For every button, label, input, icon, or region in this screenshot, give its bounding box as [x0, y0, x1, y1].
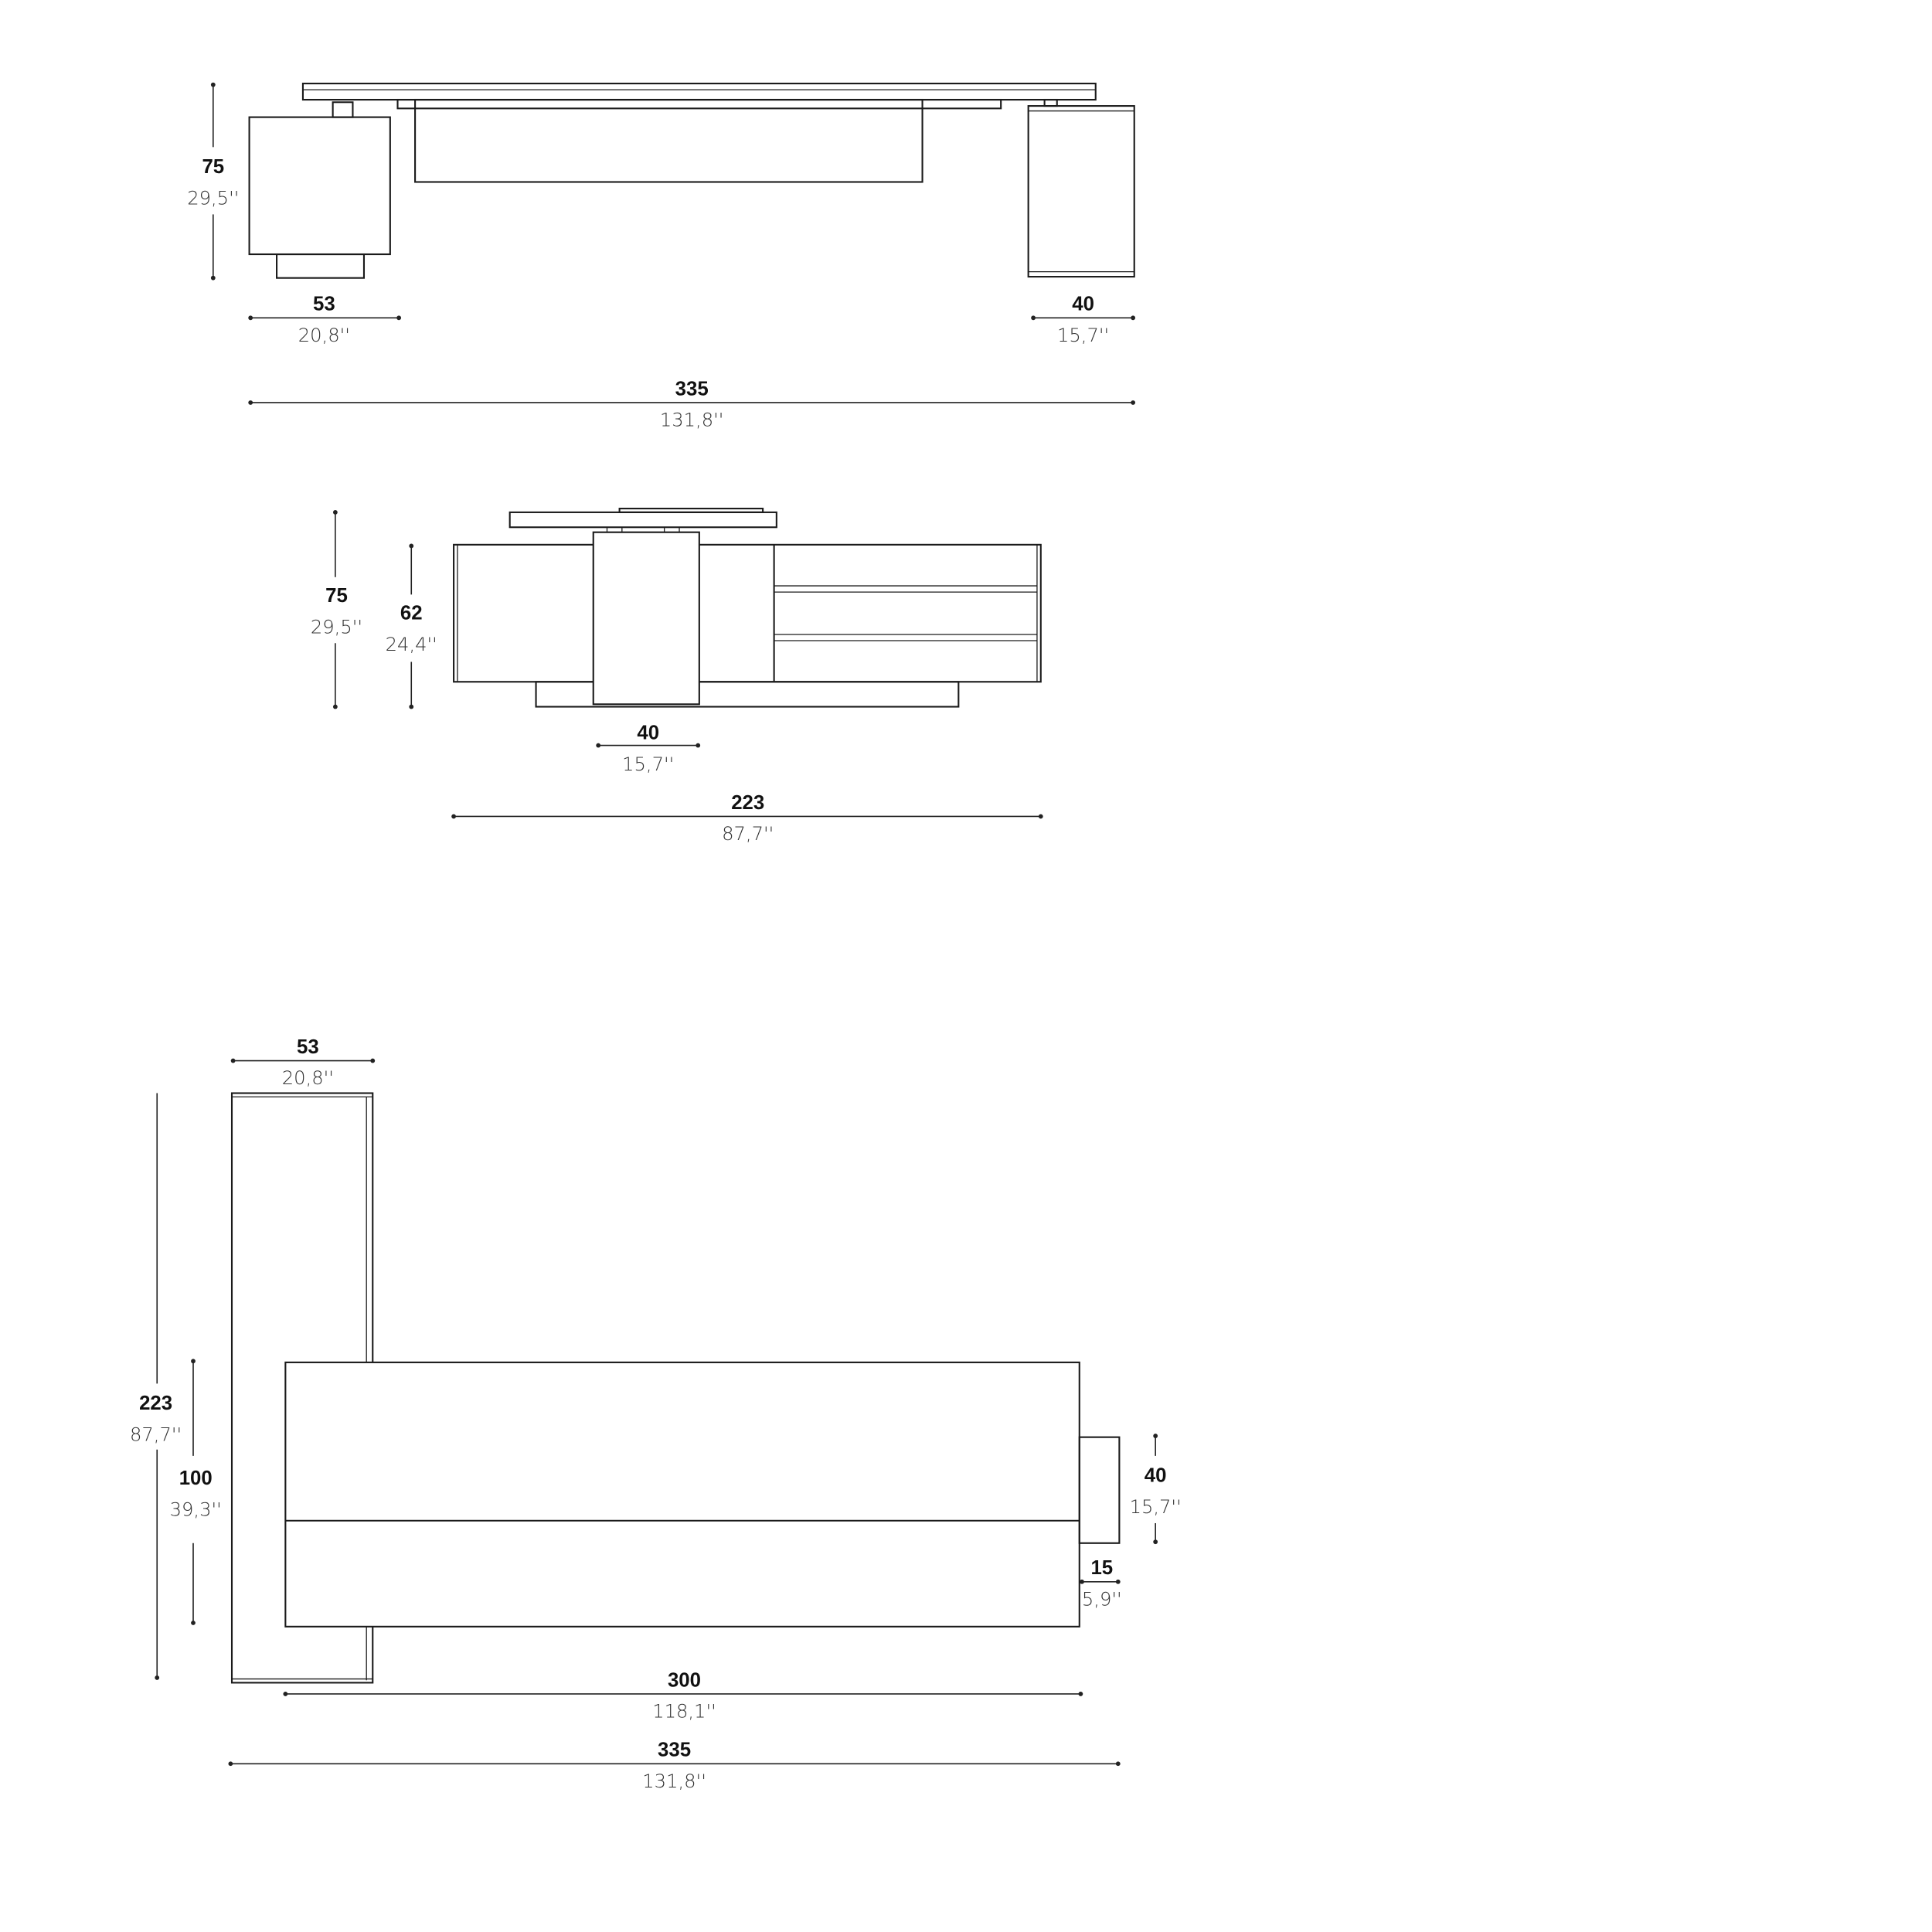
dim-inch-label: 87,7'' — [722, 823, 774, 845]
dim-cm-label: 335 — [675, 378, 709, 400]
left-pedestal — [248, 116, 391, 256]
dim-inch-label: 29,5'' — [311, 616, 362, 638]
right-pedestal — [1027, 105, 1135, 278]
dim-depth-100: 100 39,3'' — [170, 1359, 222, 1625]
cabinet — [453, 543, 1042, 683]
dim-cm-label: 15 — [1090, 1557, 1113, 1579]
dim-width-53: 53 20,8'' — [230, 1036, 376, 1089]
desk-top — [301, 83, 1097, 101]
dim-cm-label: 335 — [658, 1740, 691, 1761]
dim-total-223: 223 87,7'' — [451, 792, 1043, 845]
dim-total-335: 335 131,8'' — [228, 1740, 1121, 1792]
dim-total-335: 335 131,8'' — [248, 378, 1136, 431]
under-rail — [396, 98, 1002, 110]
plan-view: 53 20,8'' 223 87,7'' 100 39,3'' 40 15,7'… — [130, 1036, 1182, 1792]
dim-cm-label: 62 — [400, 603, 423, 624]
top-strip — [618, 508, 764, 513]
dim-inch-label: 20,8'' — [298, 325, 350, 346]
front-elevation: 75 29,5'' 53 20,8'' 40 15,7'' 335 131,8'… — [187, 82, 1136, 431]
dim-cm-label: 300 — [668, 1669, 701, 1691]
dim-inch-label: 15,7'' — [622, 753, 674, 775]
apron-panel — [414, 98, 923, 183]
left-pedestal-base — [276, 253, 366, 279]
cabinet-base — [535, 681, 960, 708]
dim-cm-label: 223 — [731, 792, 764, 814]
dim-inch-label: 15,7'' — [1130, 1496, 1182, 1518]
dim-inch-label: 131,8'' — [642, 1770, 706, 1792]
dim-cm-label: 223 — [139, 1393, 172, 1414]
dim-inch-label: 15,7'' — [1057, 325, 1109, 346]
dim-width-53: 53 20,8'' — [248, 294, 402, 346]
dim-width-300: 300 118,1'' — [283, 1669, 1083, 1723]
dim-cm-label: 75 — [325, 585, 348, 607]
dim-cm-label: 40 — [1072, 294, 1094, 315]
dim-cm-label: 40 — [1145, 1465, 1167, 1487]
main-desk-top — [284, 1361, 1080, 1628]
side-elevation: 75 29,5'' 62 24,4'' 40 15,7'' 223 87,7'' — [311, 508, 1043, 845]
desk-top — [509, 511, 777, 529]
dim-depth-40: 40 15,7'' — [1130, 1434, 1182, 1545]
dim-height-62: 62 24,4'' — [386, 543, 437, 709]
left-connector — [332, 101, 354, 118]
dim-height-75: 75 29,5'' — [187, 82, 239, 281]
right-connector — [1043, 98, 1058, 107]
dim-inch-label: 20,8'' — [282, 1067, 334, 1089]
dim-inch-label: 39,3'' — [170, 1498, 222, 1520]
dim-inch-label: 24,4'' — [386, 634, 437, 655]
dim-inch-label: 5,9'' — [1082, 1588, 1122, 1610]
dim-depth-223: 223 87,7'' — [130, 1093, 182, 1680]
dim-cm-label: 53 — [313, 294, 335, 315]
dim-offset-15: 15 5,9'' — [1080, 1557, 1122, 1610]
dim-height-75: 75 29,5'' — [311, 510, 362, 709]
dim-inch-label: 87,7'' — [130, 1424, 182, 1446]
dim-cm-label: 100 — [179, 1468, 213, 1489]
dim-cm-label: 53 — [297, 1036, 319, 1058]
dim-width-40: 40 15,7'' — [596, 722, 701, 775]
dim-cm-label: 75 — [202, 156, 224, 178]
column-pedestal — [592, 531, 700, 706]
dim-width-40: 40 15,7'' — [1031, 294, 1136, 346]
dim-inch-label: 131,8'' — [660, 410, 724, 431]
dim-inch-label: 118,1'' — [652, 1701, 716, 1723]
dim-inch-label: 29,5'' — [187, 188, 239, 209]
dim-cm-label: 40 — [637, 722, 659, 743]
side-pedestal — [1078, 1436, 1121, 1544]
